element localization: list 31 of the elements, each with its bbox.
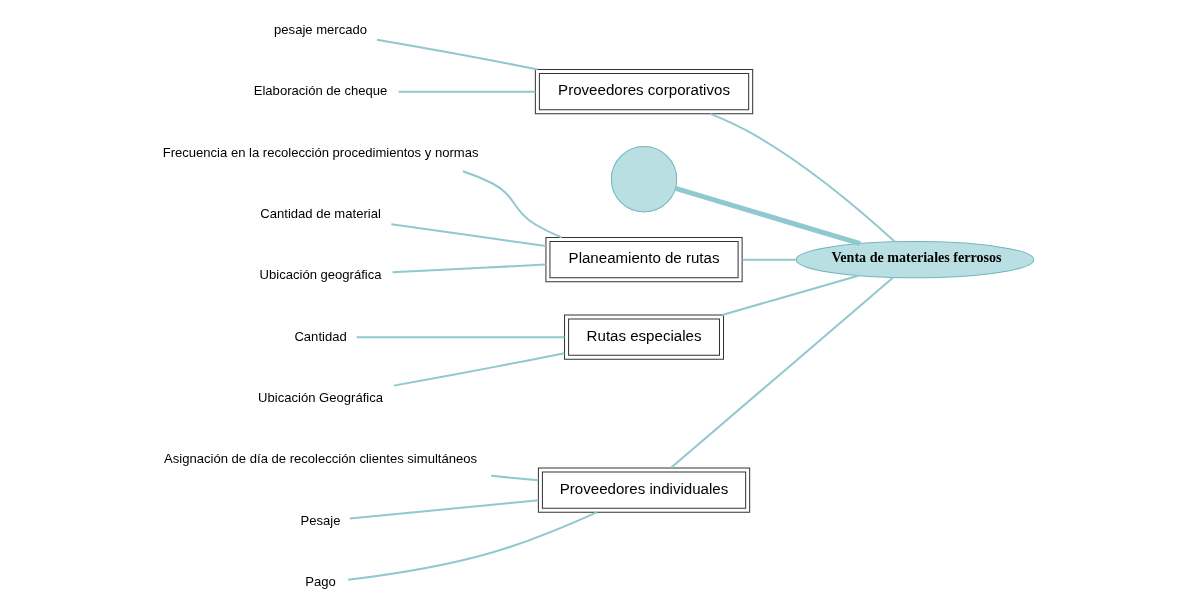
connector bbox=[670, 277, 894, 469]
connector bbox=[710, 112, 896, 243]
connector bbox=[398, 90, 536, 93]
connector bbox=[721, 274, 859, 316]
node-crescent bbox=[610, 146, 678, 213]
connector bbox=[393, 352, 565, 387]
node-text: Pago bbox=[305, 574, 336, 590]
node-text: Frecuencia en la recolección procedimientos y normas bbox=[162, 144, 479, 160]
connector bbox=[376, 38, 538, 71]
connector bbox=[674, 185, 861, 247]
connector bbox=[391, 223, 546, 247]
connector bbox=[742, 258, 796, 261]
connector bbox=[392, 263, 546, 274]
node-box: Proveedores individuales bbox=[537, 467, 751, 513]
connector bbox=[349, 499, 539, 520]
connector bbox=[347, 511, 598, 581]
node-text: Cantidad de material bbox=[260, 205, 381, 221]
node-text: Ubicación Geográfica bbox=[258, 389, 384, 405]
node-box: Rutas especiales bbox=[564, 314, 724, 360]
node-text: Elaboración de cheque bbox=[253, 83, 388, 99]
node-text: Ubicación geográfica bbox=[259, 267, 382, 283]
node-box: Proveedores corporativos bbox=[534, 69, 754, 115]
node-text: Cantidad bbox=[294, 328, 347, 344]
node-box: Planeamiento de rutas bbox=[545, 237, 743, 283]
connector bbox=[356, 336, 565, 339]
node-text: Pesaje bbox=[300, 512, 341, 528]
node-ellipse: Venta de materiales ferrosos bbox=[795, 241, 1035, 279]
connector bbox=[491, 474, 539, 482]
node-text: pesaje mercado bbox=[274, 21, 368, 37]
node-text: Asignación de día de recolección clientes simultáneos bbox=[164, 451, 478, 467]
connector bbox=[462, 170, 563, 239]
